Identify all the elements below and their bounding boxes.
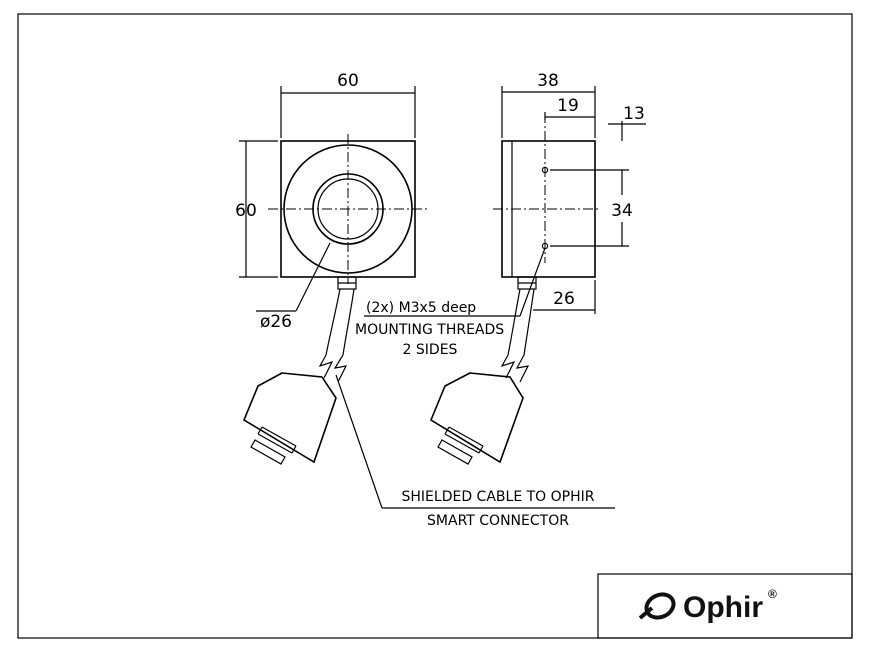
front-view: 60 60 ø26 [235, 71, 428, 465]
front-cable [325, 288, 355, 356]
sheet-border [17, 13, 853, 639]
side-connector-body [429, 372, 524, 464]
ophir-logo: Ophir ® [597, 573, 853, 639]
front-connector-tip [250, 439, 286, 465]
logo-box [597, 573, 853, 639]
side-depth-label: 38 [537, 71, 559, 91]
threads-note-line2: MOUNTING THREADS [355, 322, 504, 338]
edge-label: 13 [623, 104, 645, 124]
cable-note-line1: SHIELDED CABLE TO OPHIR [402, 489, 595, 505]
side-view: 38 19 13 34 26 [364, 71, 646, 465]
logo-registered-mark: ® [768, 587, 777, 601]
front-connector-body [242, 372, 337, 464]
hole-offset-label: 19 [557, 96, 579, 116]
cable-offset-label: 26 [553, 289, 575, 309]
thread-hole-top [541, 166, 549, 174]
aperture-leader [295, 242, 331, 312]
front-cable-break [318, 354, 348, 383]
side-cable [507, 288, 535, 356]
logo-brand-text: Ophir [683, 591, 763, 624]
side-cable-break [500, 354, 530, 383]
threads-note-line3: 2 SIDES [403, 342, 458, 358]
cable-note-line2: SMART CONNECTOR [427, 513, 569, 529]
side-connector-neck [444, 426, 484, 454]
front-connector-neck [257, 426, 297, 454]
threads-note-line1: (2x) M3x5 deep [366, 300, 476, 316]
side-connector-tip [437, 439, 473, 465]
spacing-label: 34 [611, 201, 633, 221]
aperture-dim-label: ø26 [260, 312, 292, 332]
ophir-swoosh-icon [638, 592, 676, 620]
front-height-label: 60 [235, 201, 257, 221]
thread-leader-diag [519, 247, 546, 317]
cable-note-leader [335, 374, 383, 509]
front-width-label: 60 [337, 71, 359, 91]
